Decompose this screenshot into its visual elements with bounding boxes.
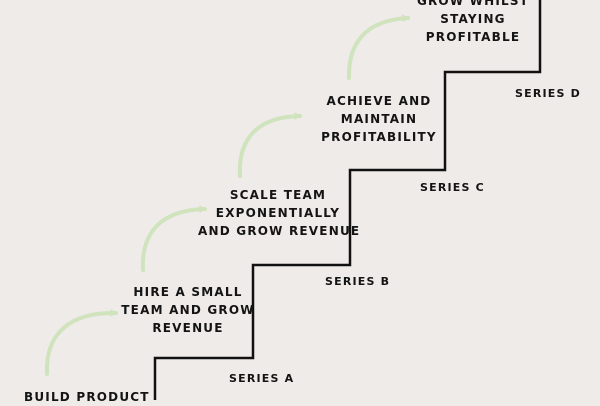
step-label-grow-profitable: Grow whilst staying profitable bbox=[403, 0, 543, 46]
series-label-c: Series C bbox=[420, 181, 485, 194]
series-label-a: Series A bbox=[229, 372, 295, 385]
step-label-line: and grow revenue bbox=[198, 224, 361, 238]
step-label-line: Achieve and bbox=[326, 94, 432, 108]
curved-arrow-icon bbox=[140, 209, 207, 272]
step-label-line: profitability bbox=[321, 130, 437, 144]
staircase-line bbox=[153, 0, 542, 400]
step-label-profitability: Achieve and maintain profitability bbox=[309, 92, 449, 146]
step-label-line: profitable bbox=[425, 30, 521, 44]
step-label-line: Scale team bbox=[229, 188, 327, 202]
curved-arrow-icon bbox=[346, 18, 410, 80]
step-label-line: team and grow bbox=[121, 303, 255, 317]
step-label-line: Build product bbox=[24, 390, 150, 404]
curved-arrow-icon bbox=[44, 313, 118, 376]
step-label-line: Grow whilst bbox=[416, 0, 530, 8]
step-label-line: staying bbox=[440, 12, 506, 26]
step-label-line: Hire a small bbox=[133, 285, 243, 299]
curved-arrow-icon bbox=[237, 116, 302, 178]
step-label-line: exponentially bbox=[215, 206, 341, 220]
step-label-line: maintain bbox=[340, 112, 418, 126]
step-label-scale-team: Scale team exponentially and grow revenu… bbox=[198, 186, 361, 240]
step-label-build-product: Build product bbox=[24, 388, 164, 406]
series-label-d: Series D bbox=[515, 87, 581, 100]
step-label-hire-team: Hire a small team and grow revenue bbox=[118, 283, 258, 337]
step-label-line: revenue bbox=[152, 321, 224, 335]
series-label-b: Series B bbox=[325, 275, 391, 288]
